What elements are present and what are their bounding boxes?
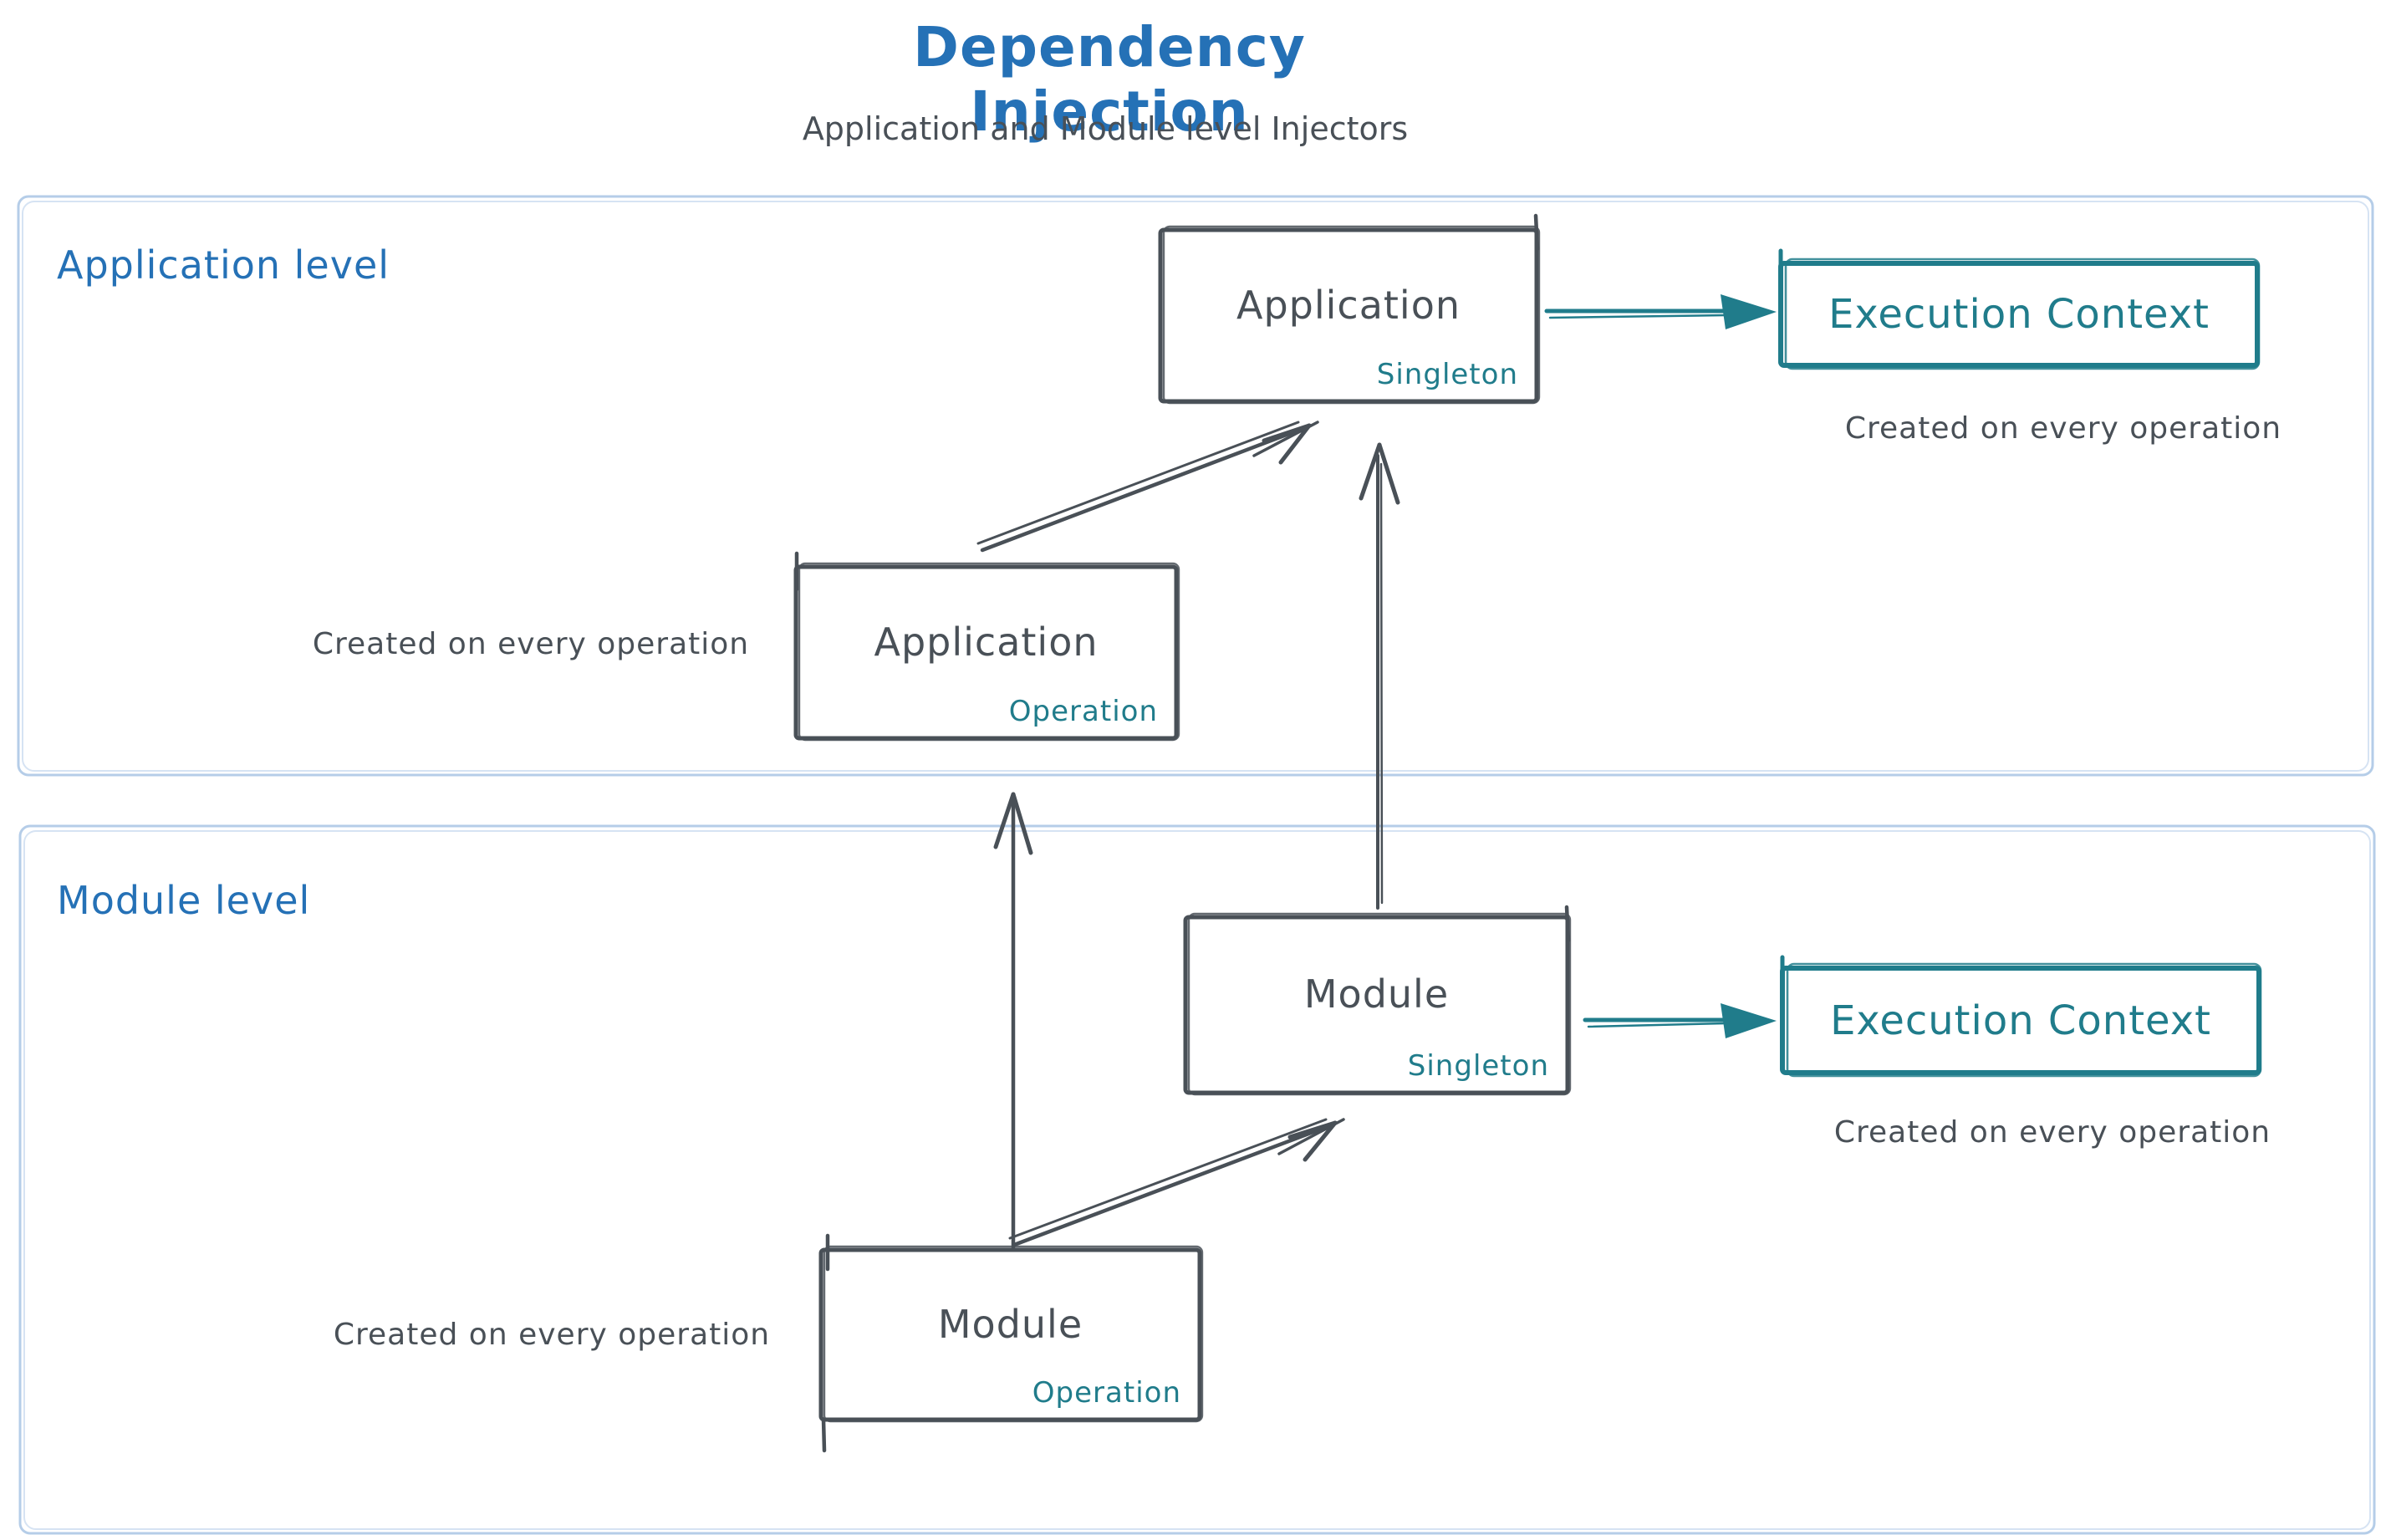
module-operation-box-outline bbox=[818, 1233, 1204, 1453]
application-level-section-outline bbox=[17, 195, 2374, 777]
note-created-on-every-operation: Created on every operation bbox=[312, 627, 750, 661]
node-title: Execution Context bbox=[1828, 291, 2210, 338]
node-module-operation: Module Operation bbox=[821, 1250, 1200, 1420]
arrow-module-singleton-to-app-singleton bbox=[1359, 442, 1400, 910]
node-application-execution-context: Execution Context bbox=[1781, 263, 2257, 365]
arrow-module-operation-to-app-operation bbox=[993, 792, 1033, 1250]
app-operation-box-outline bbox=[793, 551, 1180, 742]
application-level-section-label: Application level bbox=[57, 242, 390, 288]
note-created-on-every-operation: Created on every operation bbox=[1844, 411, 2282, 446]
arrow-app-singleton-to-execution-context bbox=[1544, 294, 1777, 329]
note-created-on-every-operation: Created on every operation bbox=[1833, 1115, 2271, 1150]
node-title: Execution Context bbox=[1830, 997, 2211, 1044]
app-singleton-box-outline bbox=[1158, 213, 1541, 405]
node-application-operation: Application Operation bbox=[796, 567, 1176, 738]
scope-badge: Singleton bbox=[1376, 358, 1518, 391]
node-title: Application bbox=[1236, 282, 1461, 328]
app-execution-context-box-outline bbox=[1778, 248, 2261, 370]
note-created-on-every-operation: Created on every operation bbox=[333, 1318, 771, 1352]
page-subtitle: Application and Module level Injectors bbox=[802, 110, 1409, 147]
node-module-singleton: Module Singleton bbox=[1185, 917, 1568, 1093]
scope-badge: Operation bbox=[1032, 1376, 1181, 1410]
node-module-execution-context: Execution Context bbox=[1782, 968, 2259, 1073]
node-title: Application bbox=[874, 619, 1099, 665]
arrow-module-operation-to-module-singleton bbox=[1008, 1118, 1345, 1247]
scope-badge: Operation bbox=[1008, 695, 1158, 728]
module-level-section-outline bbox=[18, 824, 2376, 1535]
module-level-section-label: Module level bbox=[57, 878, 311, 923]
arrow-app-operation-to-app-singleton bbox=[976, 421, 1319, 553]
node-title: Module bbox=[937, 1301, 1083, 1347]
scope-badge: Singleton bbox=[1407, 1049, 1549, 1083]
arrow-module-singleton-to-execution-context bbox=[1583, 1003, 1777, 1038]
node-title: Module bbox=[1303, 971, 1450, 1017]
node-application-singleton: Application Singleton bbox=[1160, 230, 1537, 401]
module-singleton-box-outline bbox=[1183, 905, 1572, 1096]
page-title: Dependency Injection bbox=[913, 15, 1306, 144]
module-execution-context-box-outline bbox=[1780, 955, 2262, 1078]
